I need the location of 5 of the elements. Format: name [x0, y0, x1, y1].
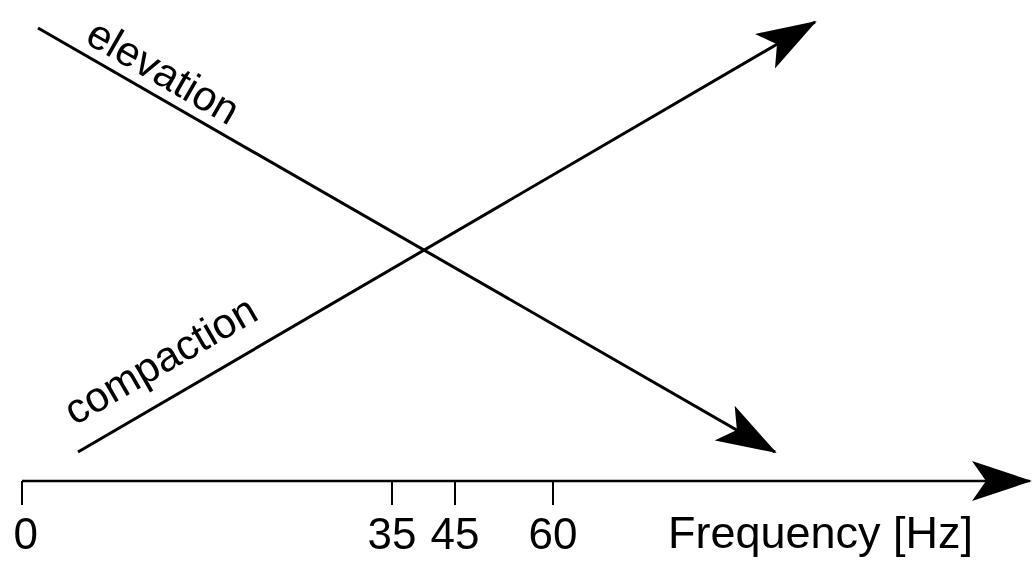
axis-title: Frequency [Hz]	[668, 510, 974, 555]
tick-label: 45	[430, 512, 480, 556]
tick-label: 35	[367, 512, 417, 556]
tick-label: 60	[528, 512, 578, 556]
tick-label: 0	[13, 512, 38, 556]
